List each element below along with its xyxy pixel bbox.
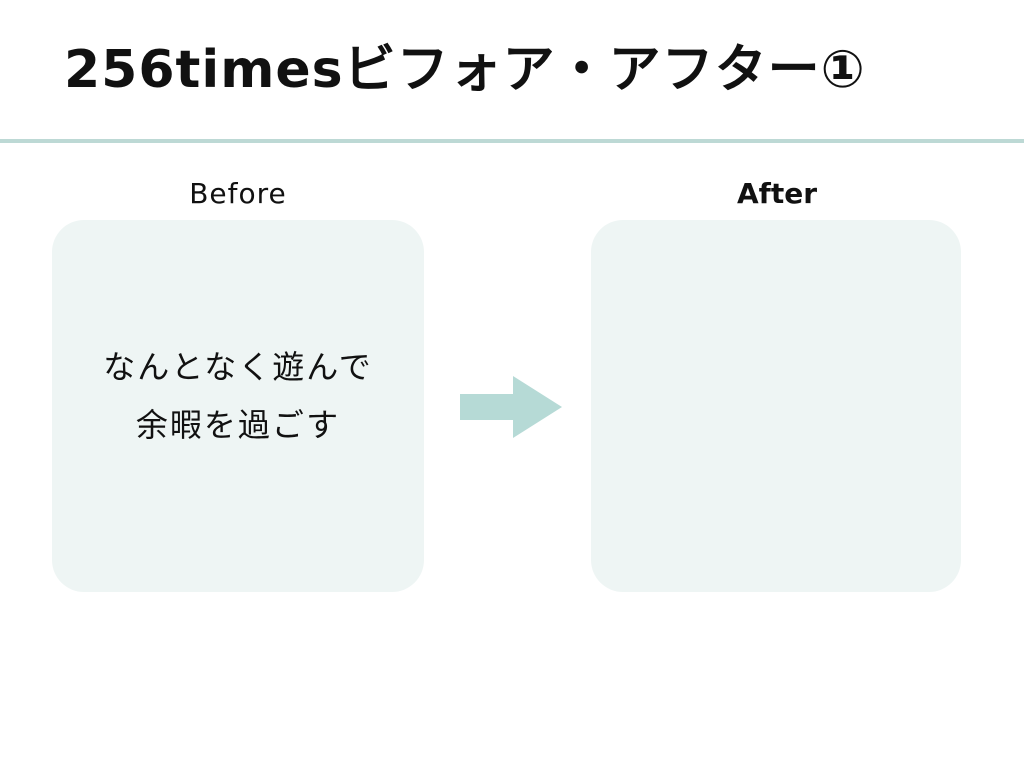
before-line-2: 余暇を過ごす — [135, 406, 341, 444]
after-panel — [591, 220, 961, 592]
before-label: Before — [189, 177, 287, 210]
slide-title: 256timesビフォア・アフター① — [64, 40, 866, 100]
title-divider — [0, 139, 1024, 143]
right-arrow-icon — [460, 376, 562, 438]
before-panel-text: なんとなく遊んで 余暇を過ごす — [52, 338, 424, 454]
right-arrow-icon-shape — [460, 376, 562, 438]
before-panel: なんとなく遊んで 余暇を過ごす — [52, 220, 424, 592]
before-line-1: なんとなく遊んで — [103, 348, 373, 386]
after-label: After — [736, 177, 818, 210]
